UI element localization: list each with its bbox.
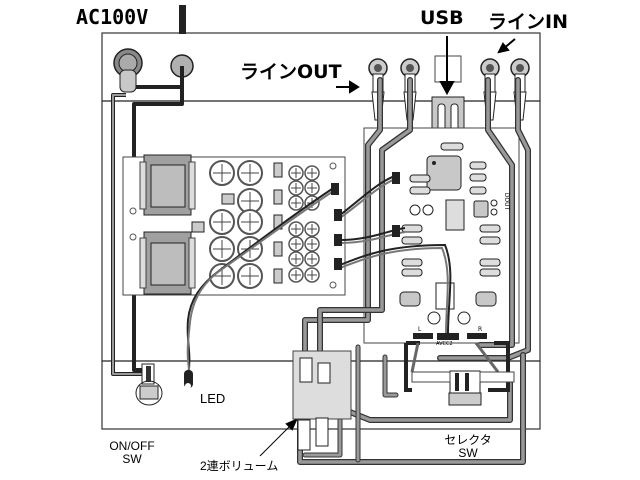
- output-connector-l: [413, 333, 433, 339]
- resistor: [479, 236, 501, 245]
- small-capacitor-array: [273, 162, 320, 284]
- selector-switch-label-line2: SW: [458, 446, 478, 460]
- dout-label: DOUT: [503, 192, 511, 211]
- opamp-chip: [435, 282, 455, 310]
- large-capacitor: [209, 209, 235, 235]
- line-in-label: ラインIN: [488, 11, 568, 33]
- psu-connectors: [331, 172, 400, 270]
- ac-power-cord: [179, 5, 186, 34]
- on-off-switch: [135, 363, 163, 406]
- output-connector-r: [467, 333, 487, 339]
- on-off-switch-label: ON/OFF SW: [106, 440, 158, 466]
- power-wires: [111, 66, 184, 376]
- ac-socket: [113, 48, 143, 93]
- diode: [273, 162, 283, 178]
- avcc2-label: AVCC2: [436, 341, 453, 347]
- ac-power-label: AC100V: [76, 5, 149, 29]
- large-capacitor: [209, 236, 235, 262]
- large-capacitor: [237, 160, 263, 186]
- resistor: [401, 268, 423, 277]
- resistor: [479, 224, 501, 233]
- on-off-switch-label-line1: ON/OFF: [109, 439, 155, 453]
- line-out-label: ラインOUT: [240, 61, 342, 83]
- small-capacitor: [288, 180, 304, 196]
- large-capacitor: [209, 160, 235, 186]
- small-capacitor: [288, 267, 304, 283]
- resistor: [469, 186, 487, 195]
- selector-switch-label: セレクタ SW: [444, 434, 492, 460]
- dual-volume-label: 2連ボリューム: [200, 459, 279, 473]
- resistor: [479, 268, 501, 277]
- small-capacitor: [304, 236, 320, 252]
- small-capacitor: [304, 267, 320, 283]
- on-off-switch-label-line2: SW: [122, 452, 142, 466]
- small-capacitor: [288, 165, 304, 181]
- resistor: [409, 174, 431, 183]
- resistor: [409, 186, 431, 195]
- diode: [273, 241, 283, 257]
- small-capacitor: [304, 165, 320, 181]
- small-capacitor: [304, 251, 320, 267]
- capacitor-array: [209, 160, 263, 289]
- dual-volume-pot: [292, 350, 352, 451]
- small-capacitor: [304, 221, 320, 237]
- selector-switch: [404, 341, 515, 406]
- channel-l-label: L: [418, 326, 422, 333]
- diode: [273, 268, 283, 284]
- annotation-arrows: [259, 36, 516, 457]
- diode: [273, 189, 283, 205]
- small-capacitor: [288, 221, 304, 237]
- led-label: LED: [200, 391, 226, 406]
- resistor: [401, 258, 423, 267]
- resistor: [469, 173, 487, 182]
- avcc2-connector: [437, 333, 459, 340]
- resistor: [479, 258, 501, 267]
- selector-switch-label-line1: セレクタ: [444, 433, 492, 447]
- resistor: [469, 161, 487, 170]
- usb-controller-chip: [426, 155, 462, 191]
- small-capacitor: [288, 195, 304, 211]
- large-capacitor: [237, 209, 263, 235]
- resistor-array: [401, 161, 501, 277]
- resistor: [401, 236, 423, 245]
- small-capacitor: [288, 251, 304, 267]
- usb-label: USB: [420, 7, 464, 29]
- led: [184, 370, 193, 389]
- small-capacitor: [288, 236, 304, 252]
- large-capacitor: [237, 263, 263, 289]
- small-capacitor: [304, 180, 320, 196]
- twisted-wires: [186, 174, 452, 376]
- channel-r-label: R: [478, 326, 483, 333]
